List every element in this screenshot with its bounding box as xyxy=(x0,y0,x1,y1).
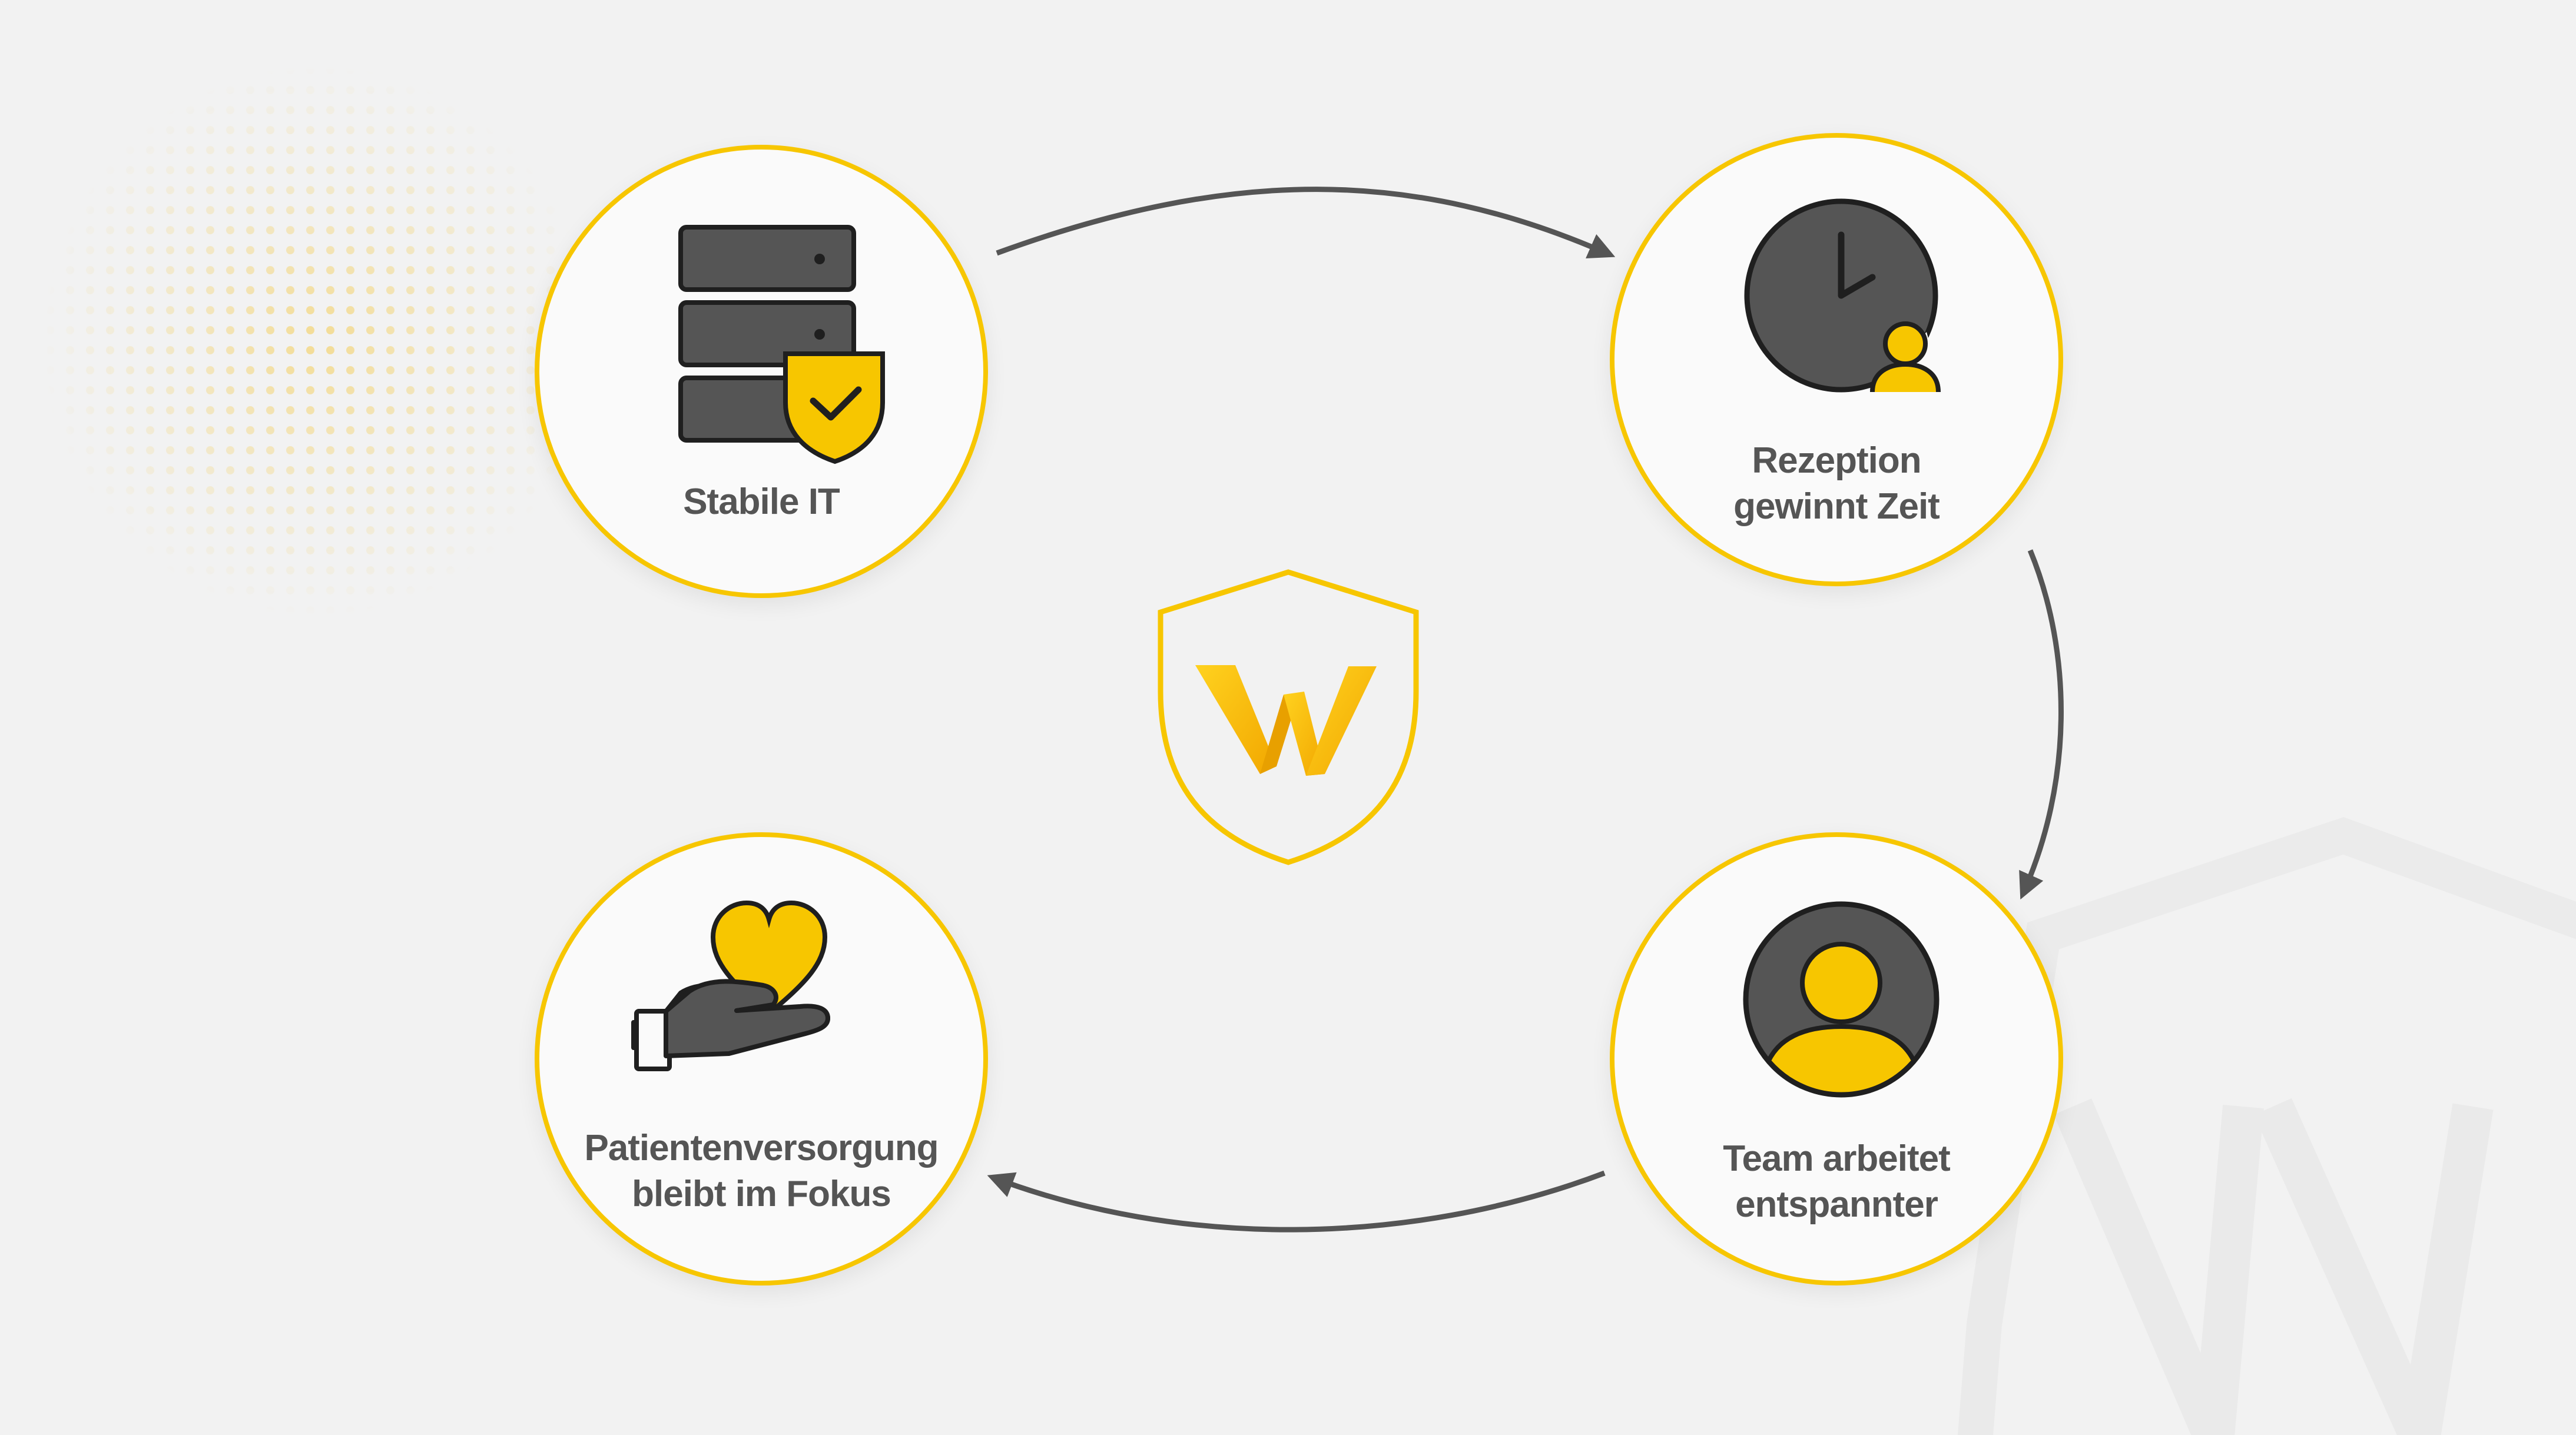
node-rezeption: Rezeption gewinnt Zeit xyxy=(1610,133,2063,586)
label-line: Stabile IT xyxy=(683,481,840,522)
arrow-rezeption-to-team xyxy=(2019,549,2064,900)
watermark-logo xyxy=(1957,817,2576,1435)
user-avatar-icon xyxy=(1743,901,1940,1098)
label-line: entspannter xyxy=(1735,1184,1938,1225)
label-line: Rezeption xyxy=(1752,440,1921,481)
node-label: Stabile IT xyxy=(563,479,960,525)
node-label: Patientenversorgung bleibt im Fokus xyxy=(563,1125,960,1217)
node-label: Rezeption gewinnt Zeit xyxy=(1638,438,2035,530)
arrow-stabile-to-rezeption xyxy=(996,187,1616,259)
node-patienten: Patientenversorgung bleibt im Fokus xyxy=(535,832,988,1285)
label-line: bleibt im Fokus xyxy=(632,1174,891,1214)
server-shield-icon xyxy=(678,225,885,464)
w-shield-logo xyxy=(1158,569,1419,865)
node-label: Team arbeitet entspannter xyxy=(1638,1136,2035,1228)
arrow-team-to-patienten xyxy=(987,1170,1606,1233)
label-line: gewinnt Zeit xyxy=(1733,486,1940,527)
label-line: Team arbeitet xyxy=(1723,1138,1951,1179)
clock-user-icon xyxy=(1744,198,1944,397)
heart-hand-icon xyxy=(631,900,830,1071)
halftone-decoration xyxy=(47,47,589,636)
node-team: Team arbeitet entspannter xyxy=(1610,832,2063,1285)
label-line: Patientenversorgung xyxy=(584,1128,939,1168)
node-stabile-it: Stabile IT xyxy=(535,145,988,598)
